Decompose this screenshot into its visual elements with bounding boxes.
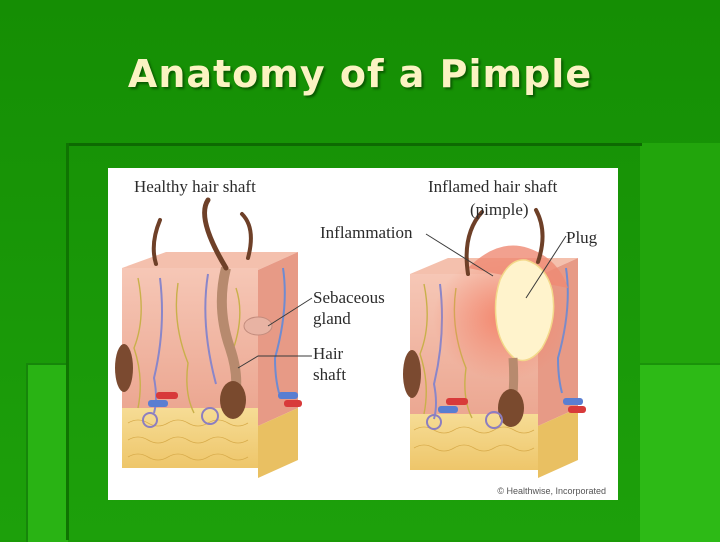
inflamed-skin-block [403, 208, 586, 478]
decorative-block-right [640, 143, 720, 363]
inflamed-hair-shaft-heading: Inflamed hair shaft [428, 177, 558, 196]
sebaceous-label-line1: Sebaceous [313, 288, 385, 307]
decorative-block-left [26, 363, 68, 542]
leader-lines [237, 233, 567, 369]
healthy-skin-block [115, 197, 302, 478]
decorative-block-bottom-right [640, 363, 720, 542]
hair-shaft-label-line1: Hair [313, 344, 344, 363]
skin-cross-section-illustration [115, 197, 586, 478]
plug-label: Plug [566, 228, 598, 247]
hair-shaft-label-line2: shaft [313, 365, 347, 384]
pimple-anatomy-figure: Healthy hair shaft Inflamed hair shaft (… [108, 168, 618, 500]
inflammation-label: Inflammation [320, 223, 413, 242]
slide-title: Anatomy of a Pimple [127, 52, 593, 96]
copyright-credit: © Healthwise, Incorporated [497, 486, 606, 496]
decorative-line-vertical [66, 143, 69, 540]
healthy-hair-shaft-heading: Healthy hair shaft [134, 177, 256, 196]
sebaceous-label-line2: gland [313, 309, 351, 328]
pimple-subheading: (pimple) [470, 200, 529, 219]
decorative-line-horizontal [66, 143, 642, 146]
